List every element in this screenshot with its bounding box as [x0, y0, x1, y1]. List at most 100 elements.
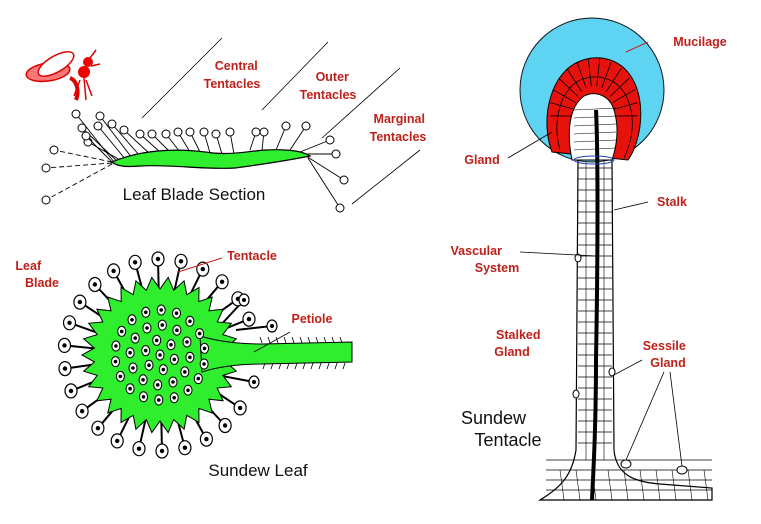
- leaf-tentacle-dot: [237, 405, 243, 411]
- leaf-tentacle-dot: [159, 448, 165, 454]
- section-tentacle-stalk: [53, 149, 113, 163]
- inner-gland-dot: [186, 388, 190, 393]
- outer-tentacles-label: Outer Tentacles: [300, 70, 357, 102]
- petiole-hair: [302, 362, 306, 370]
- leaf-tentacle-dot: [132, 260, 138, 265]
- petiole-hair: [286, 362, 290, 370]
- section-tentacles: [41, 109, 349, 213]
- inner-gland-dot: [188, 355, 192, 360]
- petiole-green: [199, 335, 353, 373]
- leaf-tentacle-stalk: [235, 325, 273, 331]
- petiole-label: Petiole: [292, 312, 333, 326]
- gland-pointer: [507, 131, 553, 159]
- inner-gland-dot: [147, 363, 151, 368]
- leaf-tentacle-dot: [111, 268, 116, 274]
- outer-tentacles-pointer: [261, 41, 329, 111]
- petiole-pointer: [253, 331, 291, 353]
- section-tentacle-head: [77, 123, 87, 133]
- leaf-tentacle-dot: [92, 282, 98, 287]
- petiole-hair: [283, 336, 287, 344]
- vascular-system-label: Vascular System: [451, 244, 520, 275]
- base-cell-wall: [559, 469, 565, 501]
- gland-cell-wall: [612, 89, 636, 103]
- inner-gland-dot: [174, 311, 179, 316]
- stalk-label: Stalk: [657, 195, 687, 209]
- leaf-tentacle-dot: [246, 316, 252, 322]
- petiole-hair: [262, 362, 266, 370]
- leaf-tentacle-dot: [200, 266, 205, 272]
- section-tentacle-head: [107, 119, 117, 129]
- section-tentacle-stalk: [307, 157, 341, 209]
- petiole-hairs: [259, 336, 346, 370]
- section-tentacle-head: [185, 127, 195, 137]
- inner-gland-dot: [158, 353, 162, 357]
- gland-core: [568, 93, 618, 161]
- petiole-hair: [331, 336, 335, 344]
- inner-gland-dot: [161, 367, 166, 372]
- sundew-tentacle-title: Sundew Tentacle: [461, 408, 542, 450]
- inner-gland-dot: [113, 359, 118, 364]
- inner-gland-dot: [197, 331, 202, 336]
- petiole-hair: [278, 362, 282, 370]
- section-tentacle-head: [339, 175, 349, 185]
- leaf-tentacle-dot: [115, 438, 120, 444]
- inner-gland-dot: [171, 380, 175, 384]
- inner-gland-dot: [119, 329, 124, 334]
- petiole-hair: [270, 362, 274, 370]
- gland-cell-wall: [613, 102, 638, 110]
- inner-gland-dot: [185, 340, 189, 344]
- mucilage-label: Mucilage: [673, 35, 727, 49]
- section-tentacle-head: [211, 129, 221, 139]
- leaf-tentacle-dot: [79, 409, 85, 414]
- section-tentacle-head: [281, 121, 291, 131]
- inner-gland-dot: [160, 323, 165, 327]
- petiole-hair: [334, 362, 338, 370]
- stalk-cells: [546, 160, 712, 501]
- section-tentacle-stalk: [99, 115, 133, 159]
- gland-cell-walls: [550, 58, 638, 159]
- petiole-hair: [275, 336, 279, 344]
- petiole-hair: [326, 362, 330, 370]
- leaf-tentacle-dot: [62, 366, 68, 371]
- section-tentacle-head: [93, 121, 103, 131]
- section-tentacle-head: [173, 127, 183, 137]
- section-tentacle-head: [119, 125, 129, 135]
- section-tentacle-stalk: [87, 141, 123, 162]
- leaf-tentacle-dot: [270, 324, 274, 328]
- leaf-tentacle-dot: [68, 388, 74, 394]
- leaf-tentacle-dot: [136, 446, 142, 451]
- petiole-hair: [315, 336, 319, 344]
- inner-gland-dot: [188, 319, 192, 324]
- section-tentacle-stalk: [75, 113, 115, 163]
- section-tentacle-head: [71, 109, 81, 119]
- inner-gland-dot: [118, 374, 123, 379]
- leaf-blade-section: Central Tentacles Outer Tentacles Margin…: [25, 37, 426, 213]
- inner-gland-dot: [196, 376, 201, 381]
- petiole-hair: [310, 362, 314, 370]
- inner-gland-dot: [202, 346, 207, 351]
- section-tentacle-stalk: [289, 125, 307, 151]
- inner-gland-dot: [128, 350, 132, 355]
- section-tentacle-stalk: [305, 155, 345, 181]
- section-tentacle-stalk: [111, 123, 141, 157]
- section-tentacle-head: [49, 145, 59, 155]
- marginal-tentacles-pointer-1: [321, 67, 401, 139]
- inner-gland-dot: [183, 370, 187, 374]
- section-tentacle-head: [95, 111, 105, 121]
- tentacle-label: Tentacle: [227, 249, 277, 263]
- petiole-hair: [259, 336, 263, 344]
- inner-gland-dot: [172, 357, 177, 362]
- leaf-tentacle-heads: [57, 251, 278, 459]
- section-tentacle-head: [251, 127, 261, 137]
- section-tentacle-stalk: [45, 163, 113, 201]
- inner-gland-dot: [130, 318, 134, 322]
- base-cell-wall: [639, 469, 645, 501]
- core-cell-wall: [573, 139, 617, 143]
- tentacle-base-outline: [537, 159, 713, 501]
- leaf-tentacle-dot: [178, 259, 184, 264]
- core-cell-wall: [573, 147, 617, 151]
- central-tentacles-pointer: [141, 37, 223, 119]
- inner-gland-dot: [133, 336, 137, 340]
- mucilage-pointer: [625, 41, 649, 53]
